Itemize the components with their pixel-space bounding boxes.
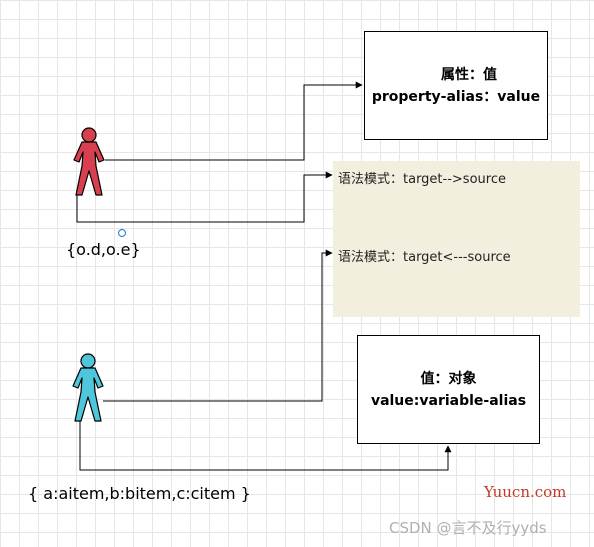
connector-to-syntax-backward (103, 249, 333, 402)
top-actor-label: {o.d,o.e} (66, 240, 141, 259)
property-alias-box: 属性：值 property-alias：value (364, 31, 548, 140)
value-box-title: 值：对象 (420, 370, 477, 387)
selection-handle[interactable] (117, 228, 127, 238)
property-box-subtitle: property-alias：value (371, 88, 541, 105)
connector-to-value-box (79, 421, 452, 471)
brand-watermark: Yuucn.com (484, 483, 567, 501)
connector-to-syntax-forward (76, 171, 333, 223)
csdn-watermark: CSDN @言不及行yyds (389, 519, 547, 537)
person-icon (73, 127, 105, 196)
property-box-title: 属性：值 (441, 66, 497, 83)
connector-to-property-box (105, 81, 363, 161)
bottom-actor-label: { a:aitem,b:bitem,c:citem } (28, 484, 251, 503)
syntax-panel (333, 161, 580, 317)
person-icon (72, 353, 104, 422)
syntax-forward-text: 语法模式：target-->source (338, 172, 506, 187)
value-alias-box: 值：对象 value:variable-alias (357, 335, 540, 444)
value-box-subtitle: value:variable-alias (370, 392, 527, 409)
syntax-backward-text: 语法模式：target<---source (338, 250, 511, 265)
